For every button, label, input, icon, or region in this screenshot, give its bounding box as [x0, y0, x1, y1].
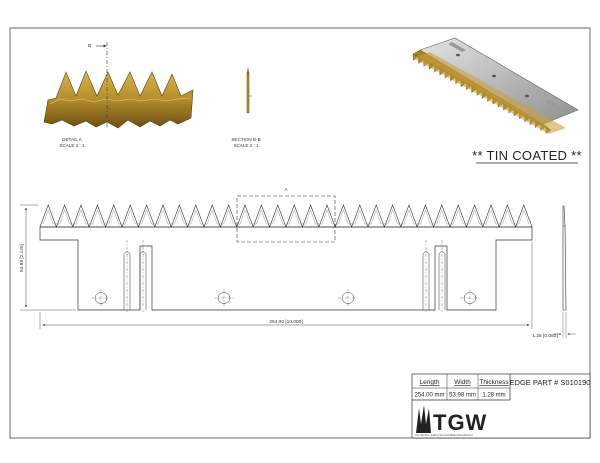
iso-slot-2 [545, 100, 563, 110]
iso-slot-1 [448, 42, 466, 52]
detail-bevel-line [49, 97, 191, 105]
section-profile [246, 72, 250, 114]
mounting-hole [214, 289, 234, 307]
iso-hole-1 [456, 53, 460, 57]
iso-hole-3 [525, 94, 529, 98]
tb-length-value: 254.00 mm [414, 393, 444, 399]
section-marker-label: B [88, 43, 91, 48]
logo-tagline: The World's Leading Serrated Blade Manuf… [415, 433, 473, 437]
front-teeth-bevel [43, 209, 529, 225]
length-dimension: 254.00 [10.000] [39, 242, 533, 329]
detail-a-scale: SCALE 2 : 1 [59, 143, 85, 148]
height-dimension: 53.98 [2.125] [19, 204, 76, 311]
detail-blade-body [43, 70, 194, 129]
section-bb-view: SECTION B-B SCALE 2 : 1 [231, 67, 261, 148]
slot-left [123, 240, 147, 312]
title-block: Length Width Thickness 254.00 mm 53.98 m… [411, 373, 591, 439]
front-teeth [39, 204, 533, 228]
tb-thickness-value: 1.28 mm [482, 393, 505, 399]
tb-thickness-label: Thickness [479, 379, 509, 386]
detail-a-view: B DETAIL A SCALE 2 : 1 [43, 42, 194, 148]
iso-blade-edge-strip [413, 52, 566, 134]
sheet-border [9, 27, 591, 439]
tb-width-label: Width [454, 379, 471, 386]
detail-a-title: DETAIL A [62, 137, 83, 142]
side-profile [562, 205, 567, 311]
mounting-hole [460, 289, 480, 307]
mounting-hole [338, 289, 358, 307]
detail-a-marker: A [284, 187, 288, 192]
thickness-dimension-label: 1.28 [0.050] [532, 333, 557, 339]
front-view: A [39, 187, 533, 312]
tgw-logo: TGW The World's Leading Serrated Blade M… [415, 405, 487, 437]
logo-serration-icon [416, 405, 431, 433]
tb-part-number: EDGE PART # S010190 [510, 378, 591, 387]
tb-width-value: 53.98 mm [449, 393, 476, 399]
iso-hole-2 [492, 74, 496, 78]
length-dimension-label: 254.00 [10.000] [269, 319, 302, 325]
mounting-holes [91, 289, 480, 307]
logo-text: TGW [433, 410, 487, 435]
detail-a-callout [236, 195, 336, 243]
tb-length-label: Length [420, 379, 440, 386]
blade-outline [39, 226, 533, 311]
isometric-view [412, 37, 579, 134]
coating-note: ** TIN COATED ** [472, 148, 582, 163]
iso-blade-plate [419, 37, 579, 125]
section-bb-title: SECTION B-B [231, 137, 260, 142]
height-dimension-label: 53.98 [2.125] [19, 244, 25, 272]
slot-right [422, 240, 446, 312]
section-bb-scale: SCALE 2 : 1 [233, 143, 259, 148]
mounting-hole [91, 289, 111, 307]
section-tip [247, 67, 249, 73]
side-view: 1.28 [0.050] [532, 205, 576, 339]
